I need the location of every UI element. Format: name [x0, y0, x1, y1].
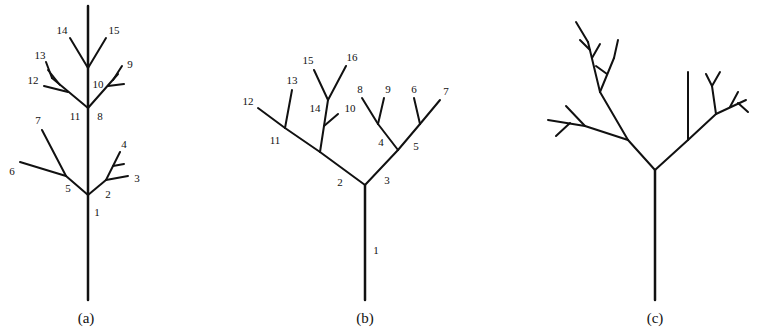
callout-number: 11 — [270, 135, 281, 146]
callout-number: 5 — [65, 183, 71, 194]
callout-number: 7 — [35, 115, 41, 126]
callout-number: 13 — [287, 75, 298, 86]
callout-number: 13 — [35, 50, 46, 61]
tree-c — [548, 22, 748, 300]
tree-a — [20, 6, 128, 300]
callout-number: 12 — [243, 96, 254, 107]
callout-number: 16 — [347, 52, 358, 63]
callout-number: 1 — [373, 245, 379, 256]
callout-number: 14 — [57, 25, 68, 36]
callout-number: 11 — [70, 111, 81, 122]
callout-number: 15 — [109, 25, 120, 36]
callout-number: 14 — [310, 103, 321, 114]
callout-number: 3 — [384, 175, 390, 186]
callout-number: 8 — [357, 84, 363, 95]
figure-caption: (b) — [356, 311, 374, 326]
callout-number: 8 — [97, 111, 103, 122]
callout-number: 4 — [121, 139, 127, 150]
callout-number: 3 — [134, 173, 140, 184]
figure-caption: (c) — [647, 311, 664, 326]
callout-number: 2 — [105, 189, 111, 200]
callout-number: 15 — [303, 55, 314, 66]
callout-number: 4 — [378, 137, 384, 148]
callout-number: 5 — [413, 141, 419, 152]
callout-number: 10 — [345, 103, 356, 114]
callout-number: 10 — [93, 79, 104, 90]
callout-number: 9 — [385, 84, 391, 95]
tree-b — [258, 66, 440, 300]
callout-number: 1 — [94, 207, 100, 218]
callout-number: 2 — [337, 177, 343, 188]
figure-caption: (a) — [78, 311, 95, 326]
callout-number: 9 — [127, 59, 133, 70]
callout-number: 6 — [411, 84, 417, 95]
callout-number: 7 — [443, 86, 449, 97]
callout-number: 12 — [28, 75, 39, 86]
callout-number: 6 — [9, 166, 15, 177]
